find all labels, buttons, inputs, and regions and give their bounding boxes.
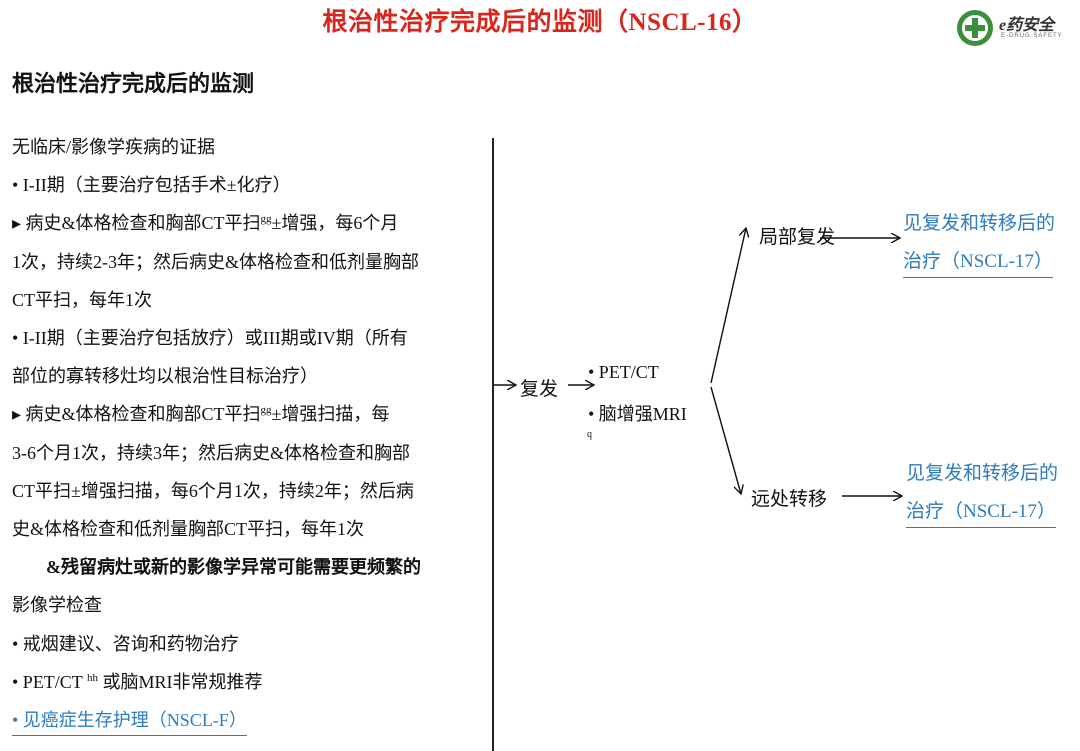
local-recurrence-link[interactable]: 见复发和转移后的 治疗（NSCL-17） — [903, 205, 1055, 281]
smoking-cessation-line: • 戒烟建议、咨询和药物治疗 — [12, 633, 239, 654]
stage-i-ii-surgery-detail-2: 1次，持续2-3年；然后病史&体格检查和低剂量胸部 — [12, 251, 419, 272]
mri-text: 或脑MRI非常规推荐 — [97, 671, 263, 692]
pet-text: • PET/CT — [12, 671, 87, 692]
stage-i-ii-surgery-line: • I-II期（主要治疗包括手术±化疗） — [12, 175, 291, 196]
stage-radiation-line-2: 部位的寡转移灶均以根治性目标治疗） — [12, 366, 318, 387]
stage-i-ii-surgery-detail-3: CT平扫，每年1次 — [12, 289, 153, 310]
stage-radiation-detail-1: ▸ 病史&体格检查和胸部CT平扫gg±增强扫描，每 — [12, 395, 490, 433]
detail-text: ▸ 病史&体格检查和胸部CT平扫 — [12, 404, 261, 425]
survivorship-link[interactable]: • 见癌症生存护理（NSCL-F） — [12, 701, 490, 739]
footnote-hh: hh — [86, 671, 98, 684]
stage-radiation-detail-2: 3-6个月1次，持续3年；然后病史&体格检查和胸部 — [12, 442, 410, 463]
residual-lesion-note-2: 影像学检查 — [12, 595, 102, 616]
section-heading: 根治性治疗完成后的监测 — [12, 72, 255, 97]
logo-text: e药安全 — [999, 17, 1055, 34]
stage-radiation-detail-3: CT平扫±增强扫描，每6个月1次，持续2年；然后病 — [12, 480, 414, 501]
detail-text: ±增强扫描，每 — [271, 404, 390, 425]
page-title: 根治性治疗完成后的监测（NSCL-16） — [322, 9, 758, 36]
residual-lesion-note: &残留病灶或新的影像学异常可能需要更频繁的 — [46, 557, 421, 578]
footnote-gg: gg — [260, 213, 272, 226]
surveillance-text-block: 无临床/影像学疾病的证据 • I-II期（主要治疗包括手术±化疗） ▸ 病史&体… — [12, 128, 490, 739]
arrow-to-distant — [710, 386, 741, 494]
footnote-gg: gg — [260, 404, 272, 417]
arrow-to-local — [710, 228, 746, 384]
link-line-2[interactable]: 治疗（NSCL-17） — [906, 497, 1056, 528]
stage-i-ii-surgery-detail-1: ▸ 病史&体格检查和胸部CT平扫gg±增强，每6个月 — [12, 204, 490, 242]
stage-radiation-detail-4: 史&体格检查和低剂量胸部CT平扫，每年1次 — [12, 519, 365, 540]
survivorship-link-text[interactable]: • 见癌症生存护理（NSCL-F） — [12, 705, 247, 737]
distant-metastasis-link[interactable]: 见复发和转移后的 治疗（NSCL-17） — [906, 455, 1058, 531]
local-recurrence-label: 局部复发 — [759, 227, 836, 248]
link-line-1[interactable]: 见复发和转移后的 — [906, 463, 1059, 484]
stage-radiation-line-1: • I-II期（主要治疗包括放疗）或III期或IV期（所有 — [12, 328, 408, 349]
detail-text: ±增强，每6个月 — [271, 213, 399, 234]
pet-mri-line: • PET/CT hh 或脑MRI非常规推荐 — [12, 663, 490, 701]
logo-icon — [957, 10, 993, 46]
footnote-q: q — [587, 429, 592, 440]
distant-metastasis-label: 远处转移 — [751, 489, 828, 510]
divider-line — [492, 138, 494, 751]
no-evidence-line: 无临床/影像学疾病的证据 — [12, 137, 215, 157]
logo-subtext: E-DRUG SAFETY — [1001, 33, 1063, 39]
recurrence-label: 复发 — [520, 379, 559, 400]
logo: e药安全 E-DRUG SAFETY — [955, 8, 1070, 48]
link-line-1[interactable]: 见复发和转移后的 — [903, 213, 1056, 234]
detail-text: ▸ 病史&体格检查和胸部CT平扫 — [12, 213, 261, 234]
brain-mri-item: • 脑增强MRI — [588, 404, 687, 424]
pet-ct-item: • PET/CT — [588, 362, 659, 382]
link-line-2[interactable]: 治疗（NSCL-17） — [903, 247, 1053, 278]
